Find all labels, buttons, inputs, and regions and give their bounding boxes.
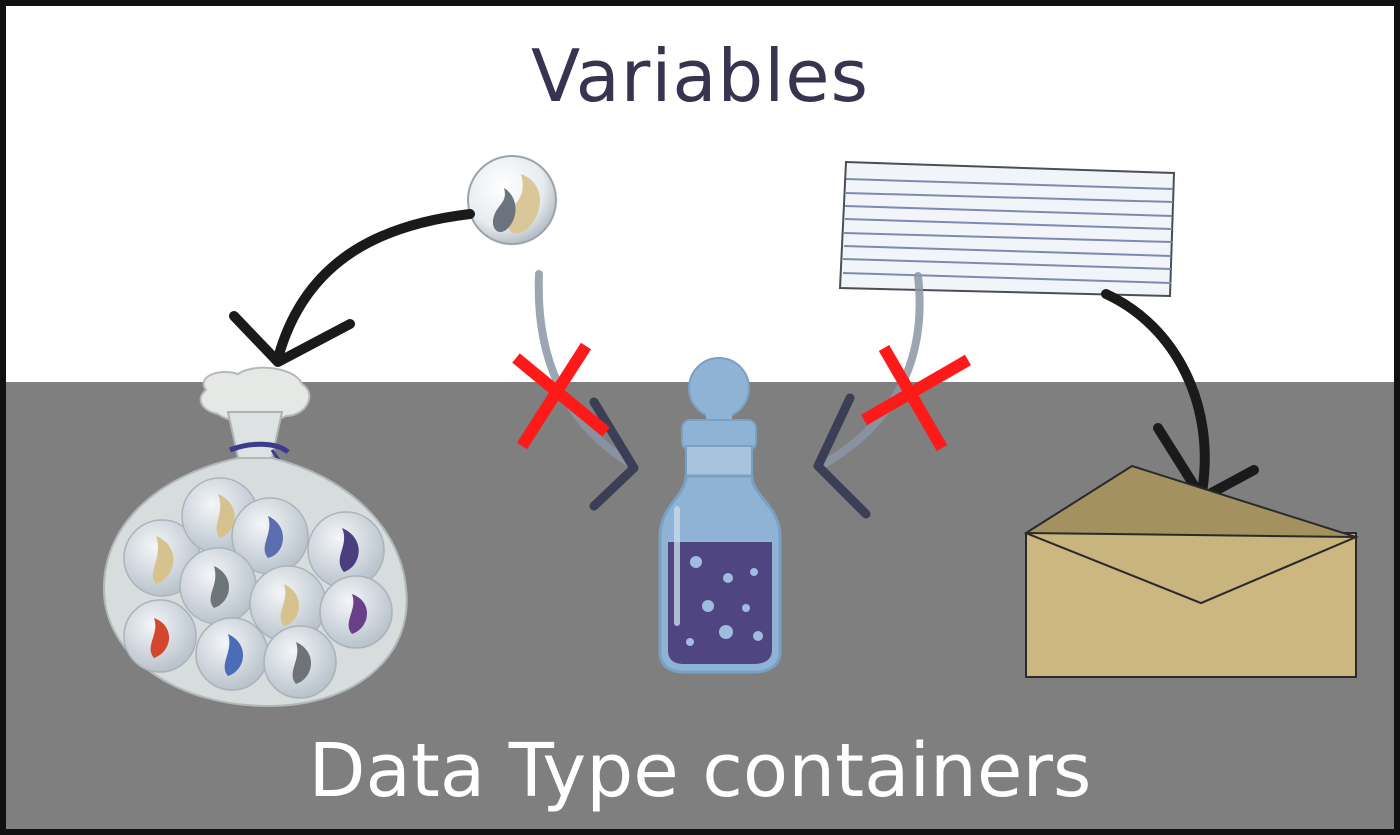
- reject-mark-icon: [861, 344, 971, 452]
- envelope-icon: [1023, 464, 1359, 678]
- index-card-icon: [838, 160, 1176, 298]
- reject-mark-icon: [512, 342, 610, 450]
- potion-bottle-icon: [658, 357, 782, 674]
- marble-icon: [467, 155, 557, 245]
- diagram-title: Variables: [530, 34, 870, 118]
- marble-bag-icon: [102, 366, 408, 708]
- diagram-caption: Data Type containers: [308, 728, 1092, 814]
- arrow-marble-to-bottle-rejected: [534, 270, 639, 511]
- arrow-marble-to-bag: [229, 209, 475, 367]
- diagram-art: [102, 155, 1359, 708]
